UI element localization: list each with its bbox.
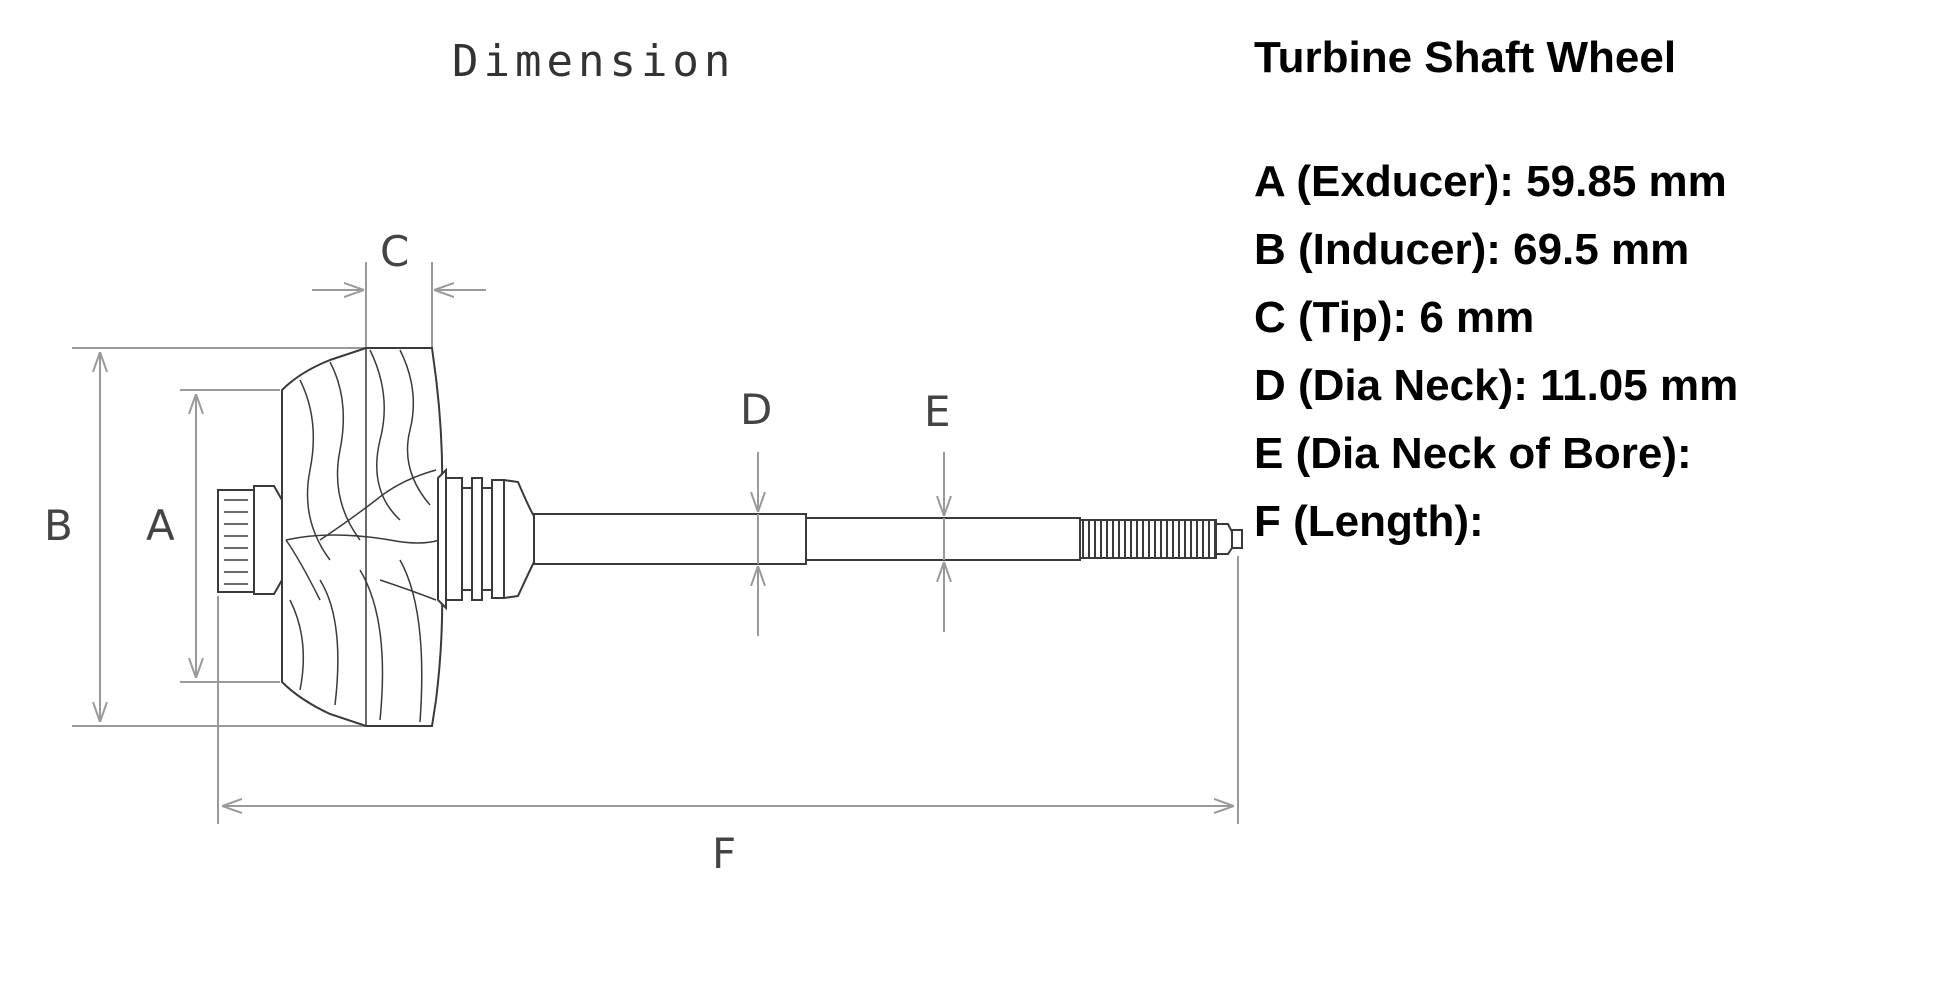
spec-row-inducer: B (Inducer): 69.5 mm (1254, 225, 1690, 274)
label-b: B (44, 501, 73, 550)
dimension-e: E (924, 387, 951, 632)
dimension-b: B (44, 347, 370, 727)
turbine-shaft (437, 467, 1243, 611)
dimension-a: A (146, 389, 280, 683)
label-c: C (380, 227, 409, 276)
spec-panel: Turbine Shaft Wheel A (Exducer): 59.85 m… (1254, 30, 1934, 556)
dimension-d: D (740, 385, 772, 636)
dimension-c: C (312, 227, 486, 352)
dimension-heading: Dimension (452, 36, 735, 87)
label-e: E (924, 387, 951, 436)
dimension-f: F (217, 556, 1239, 878)
label-f: F (712, 829, 736, 878)
spec-row-dia-neck-bore: E (Dia Neck of Bore): (1254, 429, 1692, 478)
spec-row-tip: C (Tip): 6 mm (1254, 293, 1535, 342)
spec-row-dia-neck: D (Dia Neck): 11.05 mm (1254, 361, 1739, 410)
spec-title: Turbine Shaft Wheel (1254, 33, 1677, 82)
label-a: A (146, 501, 175, 550)
spec-row-exducer: A (Exducer): 59.85 mm (1254, 157, 1727, 206)
label-d: D (740, 385, 772, 434)
spec-row-length: F (Length): (1254, 497, 1484, 546)
turbine-wheel (217, 347, 444, 727)
